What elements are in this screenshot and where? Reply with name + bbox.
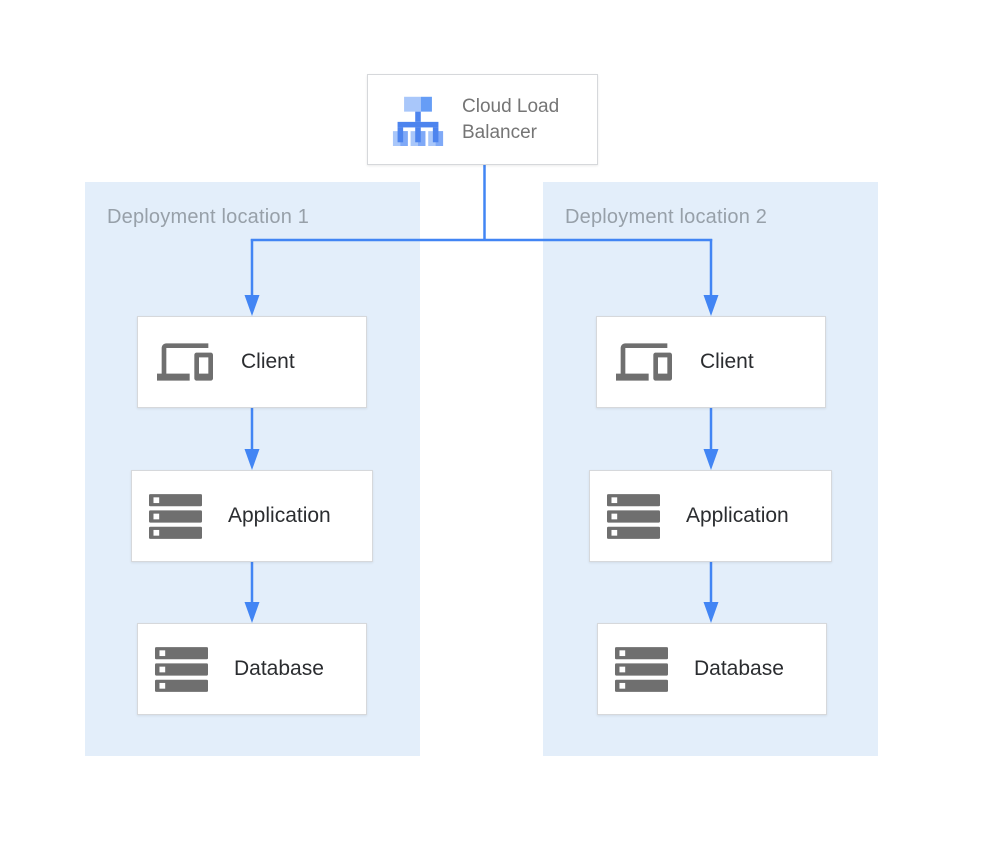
load-balancer-icon — [392, 94, 444, 146]
node-label: Database — [694, 657, 784, 680]
devices-icon — [614, 334, 674, 390]
node-label: Application — [228, 504, 331, 527]
node-cloud-load-balancer: Cloud Load Balancer — [367, 74, 598, 165]
node-label: Client — [241, 350, 295, 373]
node-label: Database — [234, 657, 324, 680]
node-database-2: Database — [597, 623, 827, 715]
node-application-1: Application — [131, 470, 373, 562]
node-label: Client — [700, 350, 754, 373]
server-stack-icon — [149, 493, 202, 539]
node-label: Application — [686, 504, 789, 527]
node-client-1: Client — [137, 316, 367, 408]
deployment-panel-2-title: Deployment location 2 — [565, 206, 768, 228]
node-client-2: Client — [596, 316, 826, 408]
load-balancer-label: Cloud Load Balancer — [462, 95, 560, 143]
deployment-panel-1-title: Deployment location 1 — [107, 206, 310, 228]
server-stack-icon — [155, 646, 208, 692]
devices-icon — [155, 334, 215, 390]
node-database-1: Database — [137, 623, 367, 715]
node-application-2: Application — [589, 470, 832, 562]
server-stack-icon — [615, 646, 668, 692]
server-stack-icon — [607, 493, 660, 539]
